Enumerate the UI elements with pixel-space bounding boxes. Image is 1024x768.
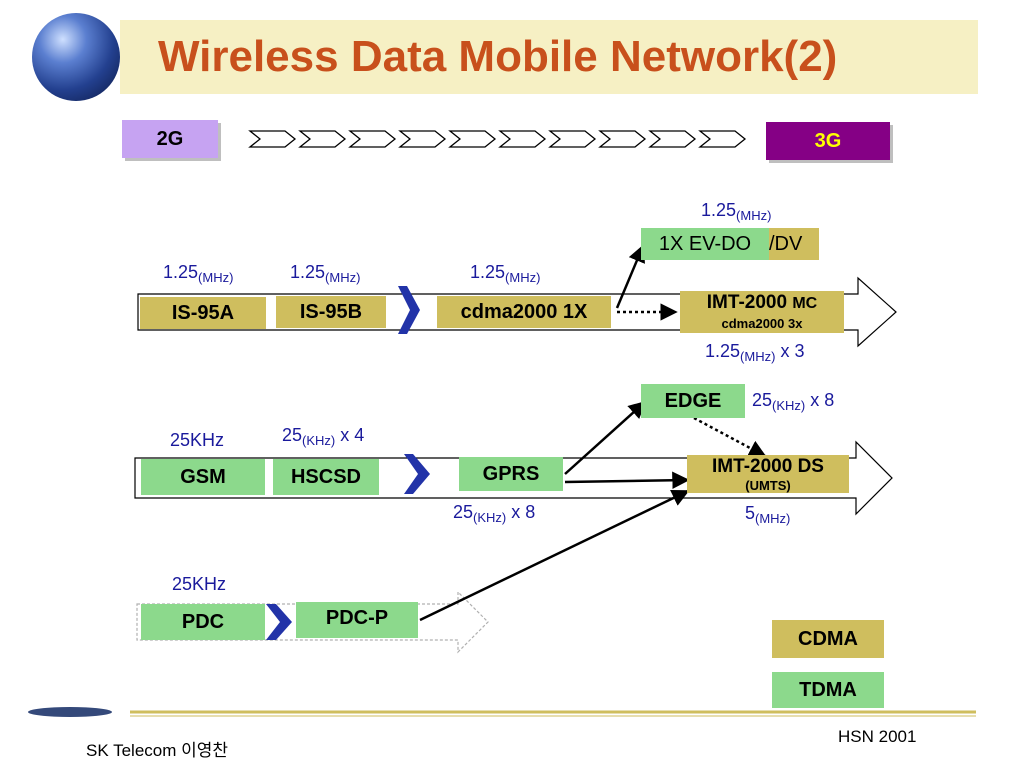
node-gprs: GPRS bbox=[459, 457, 563, 491]
bw-label-edge: 25(KHz) x 8 bbox=[752, 390, 835, 413]
bw-label-is95a: 1.25(MHz) bbox=[163, 262, 234, 285]
3g-badge: 3G bbox=[766, 122, 890, 160]
node-is95a: IS-95A bbox=[140, 297, 266, 329]
separator-ornament bbox=[28, 707, 112, 717]
bw-label-pdc: 25KHz bbox=[172, 574, 227, 594]
bw-label-evdo: 1.25(MHz) bbox=[701, 200, 772, 223]
node-pdc-p: PDC-P bbox=[296, 602, 418, 638]
footer-author: SK Telecom 이영찬 bbox=[86, 741, 229, 760]
node-imt2000-mc: IMT-2000 MC cdma2000 3x bbox=[680, 291, 844, 333]
2g-badge: 2G bbox=[122, 120, 218, 158]
chevron-icon bbox=[266, 604, 292, 640]
node-cdma2000-1x: cdma2000 1X bbox=[437, 296, 611, 328]
bw-label-imt2000-ds: 5(MHz) bbox=[745, 503, 791, 526]
node-edge: EDGE bbox=[641, 384, 745, 418]
node-hscsd: HSCSD bbox=[273, 459, 379, 495]
node-gsm: GSM bbox=[141, 459, 265, 495]
page-title: Wireless Data Mobile Network(2) bbox=[158, 32, 838, 81]
bw-label-imt2000-mc: 1.25(MHz) x 3 bbox=[705, 341, 805, 364]
globe-icon bbox=[32, 13, 120, 101]
bw-label-is95b: 1.25(MHz) bbox=[290, 262, 361, 285]
legend-tdma: TDMA bbox=[772, 672, 884, 708]
evolution-arrows bbox=[248, 130, 747, 148]
node-imt2000-ds: IMT-2000 DS (UMTS) bbox=[687, 455, 849, 493]
footer-conference: HSN 2001 bbox=[838, 727, 917, 746]
bw-label-gsm: 25KHz bbox=[170, 430, 225, 450]
node-1x-evdo-dv: 1X EV-DO/DV bbox=[641, 228, 819, 260]
bw-label-cdma2000-1x: 1.25(MHz) bbox=[470, 262, 541, 285]
bw-label-hscsd: 25(KHz) x 4 bbox=[282, 425, 365, 448]
bw-label-gprs: 25(KHz) x 8 bbox=[453, 502, 536, 525]
legend-cdma: CDMA bbox=[772, 620, 884, 658]
chevron-icon bbox=[404, 454, 430, 494]
node-is95b: IS-95B bbox=[276, 296, 386, 328]
chevron-icon bbox=[398, 286, 420, 334]
node-pdc: PDC bbox=[141, 604, 265, 640]
title-band bbox=[120, 20, 978, 94]
